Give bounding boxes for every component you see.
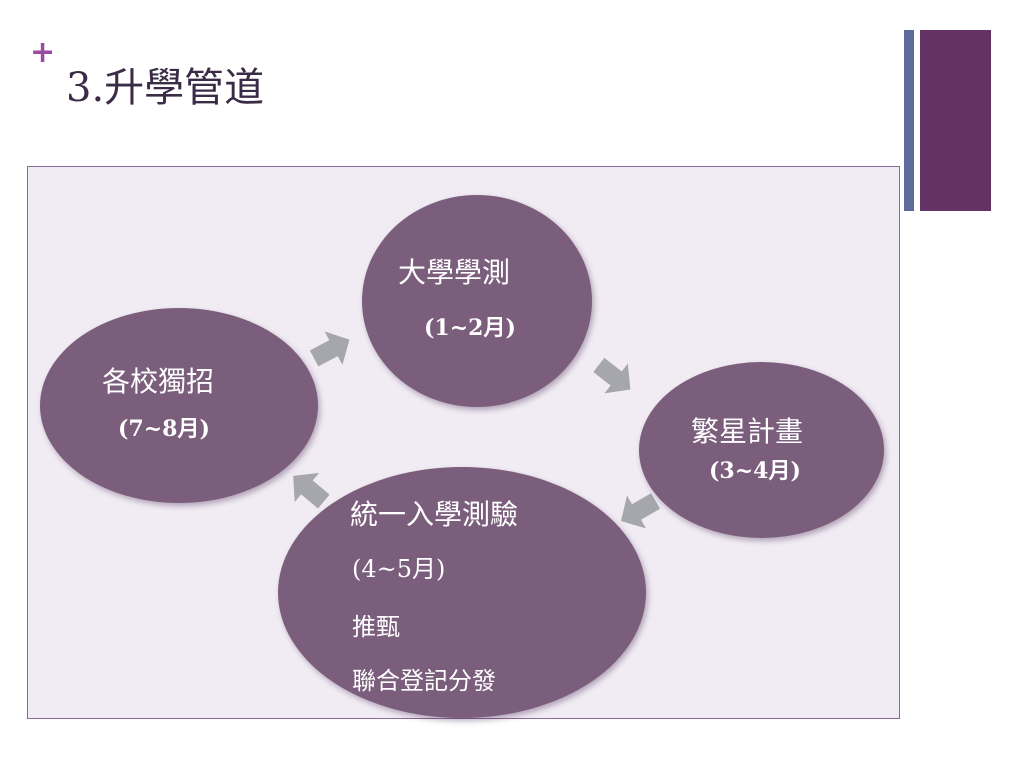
- node-gexiao-period: (7~8月): [118, 416, 210, 442]
- node-tongyi: 統一入學測驗 (4~5月) 推甄 聯合登記分發: [278, 467, 646, 718]
- plus-bullet-icon: +: [30, 35, 56, 70]
- node-gexiao-label: 各校獨招: [102, 365, 215, 398]
- decor-bar-thin: [904, 30, 914, 211]
- node-tongyi-period: (4~5月): [352, 555, 446, 583]
- node-tongyi-label: 統一入學測驗: [350, 498, 519, 531]
- node-fanxing-period: (3~4月): [709, 458, 801, 484]
- node-tongyi-item: 聯合登記分發: [352, 667, 496, 695]
- node-daxue-period: (1~2月): [424, 315, 516, 341]
- node-daxue-label: 大學學測: [398, 256, 511, 289]
- node-gexiao: 各校獨招 (7~8月): [40, 308, 318, 503]
- node-fanxing: 繁星計畫 (3~4月): [639, 362, 884, 538]
- node-daxue: 大學學測 (1~2月): [362, 195, 592, 407]
- page-title: 3.升學管道: [66, 65, 265, 111]
- node-tongyi-item: 推甄: [352, 613, 400, 641]
- node-fanxing-label: 繁星計畫: [691, 415, 804, 448]
- decor-bar-thick: [920, 30, 991, 211]
